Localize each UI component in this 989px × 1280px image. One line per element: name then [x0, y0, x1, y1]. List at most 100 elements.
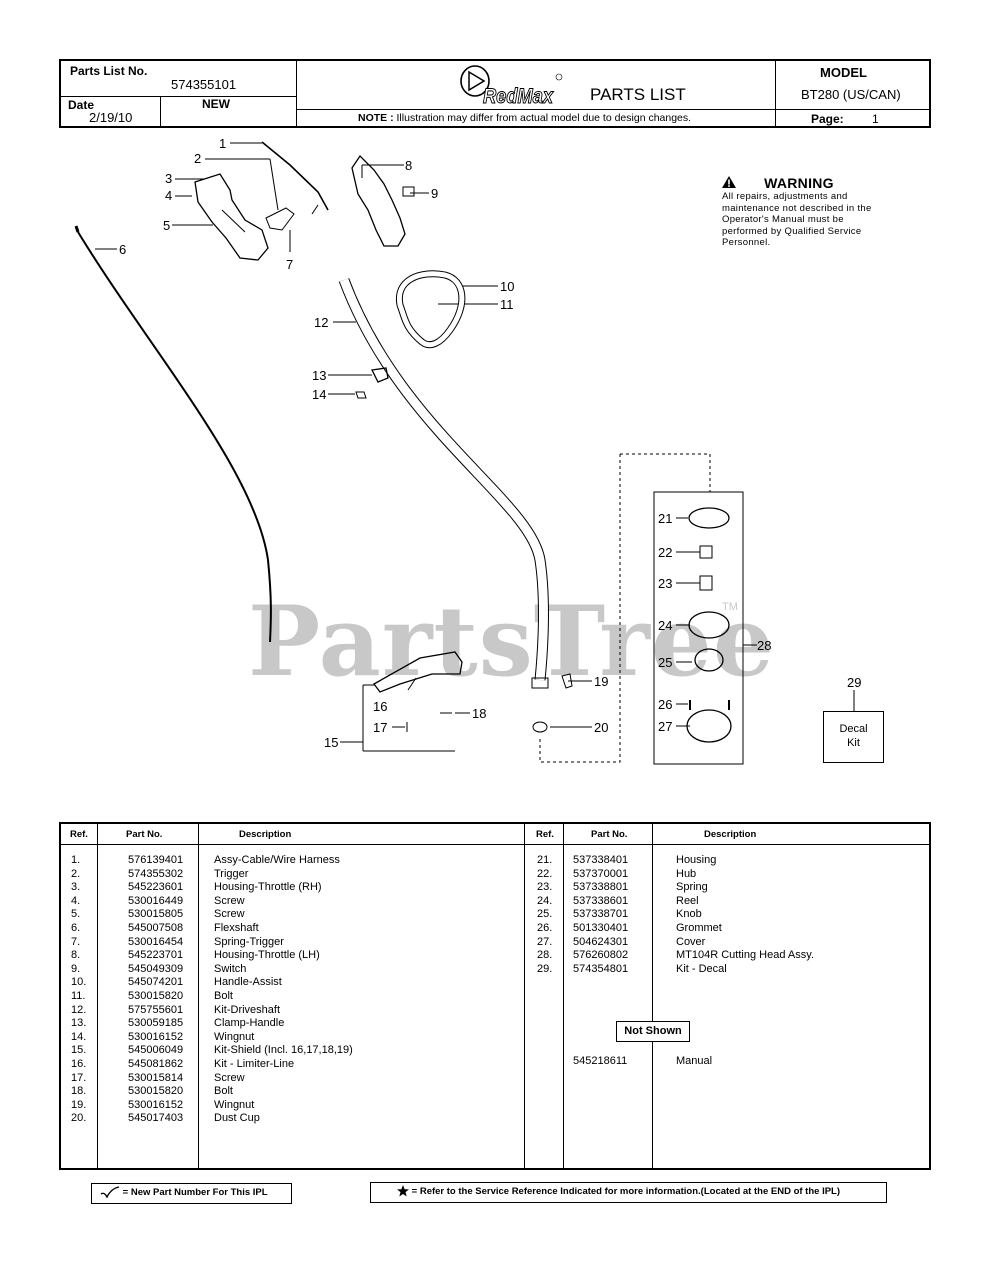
cell-desc: Kit-Driveshaft: [214, 1003, 281, 1016]
header-part-no-right: Part No.: [591, 829, 628, 840]
callout-27: 27: [658, 719, 673, 734]
warning-title: WARNING: [764, 175, 834, 191]
cell-part: 530015814: [128, 1071, 184, 1084]
page-title: PARTS LIST: [590, 85, 686, 104]
callout-3: 3: [165, 171, 173, 186]
cell-ref: 13.: [71, 1017, 87, 1030]
not-shown-desc-column: Manual: [676, 1055, 712, 1069]
status-value: NEW: [202, 97, 230, 111]
cell-part: 545218611: [573, 1055, 628, 1067]
warning-notice: WARNING All repairs, adjustments and mai…: [722, 176, 882, 249]
callout-24: 24: [658, 618, 673, 633]
warning-triangle-icon: [722, 176, 736, 188]
cell-desc: Housing: [676, 854, 717, 866]
cell-ref: 6.: [71, 921, 81, 934]
cell-part: 530016152: [128, 1098, 184, 1111]
cell-part: 545223601: [128, 881, 184, 894]
cell-desc: Wingnut: [214, 1098, 255, 1111]
cell-part: 545049309: [128, 962, 184, 975]
header-description: Description: [239, 829, 292, 840]
not-shown-part-column: 545218611: [573, 1055, 627, 1069]
legend-new-text: = New Part Number For This IPL: [122, 1187, 268, 1198]
star-icon: [397, 1185, 409, 1197]
parts-table: Ref. Part No. Description Ref. Part No. …: [59, 822, 931, 1170]
cell-desc: Spring-Trigger: [214, 935, 284, 948]
cell-ref: 18.: [71, 1085, 87, 1098]
watermark-tm: TM: [722, 601, 738, 613]
cell-desc: Clamp-Handle: [214, 1017, 285, 1030]
cell-desc: Trigger: [214, 867, 249, 880]
header-ref: Ref.: [70, 829, 88, 840]
cell-ref: 20.: [71, 1112, 87, 1125]
callout-5: 5: [163, 218, 171, 233]
cell-part: 530059185: [128, 1017, 184, 1030]
cell-part: 530015820: [128, 1085, 184, 1098]
callout-8: 8: [405, 158, 413, 173]
cell-part: 537338601: [573, 894, 629, 907]
cell-ref: 21.: [537, 854, 553, 866]
cell-part: 545074201: [128, 976, 184, 989]
cell-ref: 17.: [71, 1071, 87, 1084]
diagram-drawing: [74, 141, 855, 765]
cell-ref: 23.: [537, 881, 553, 894]
callout-9: 9: [431, 186, 439, 201]
cell-desc: MT104R Cutting Head Assy.: [676, 949, 814, 962]
cell-ref: 27.: [537, 935, 553, 948]
right-ref-column: 21.22.23.24.25.26.27.28.29.: [537, 854, 552, 976]
cell-ref: 19.: [71, 1098, 87, 1111]
cell-desc: Switch: [214, 962, 247, 975]
cell-desc: Assy-Cable/Wire Harness: [214, 854, 340, 866]
callout-20: 20: [594, 720, 609, 735]
legend-new-part: = New Part Number For This IPL: [91, 1183, 292, 1204]
cell-ref: 8.: [71, 949, 81, 962]
cell-part: 545081862: [128, 1057, 184, 1070]
cell-desc: Housing-Throttle (RH): [214, 881, 322, 894]
page-label: Page:: [811, 112, 844, 126]
model-value: BT280 (US/CAN): [801, 87, 901, 102]
cell-part: 574355302: [128, 867, 184, 880]
cell-part: 504624301: [573, 935, 629, 948]
cell-desc: Manual: [676, 1055, 713, 1067]
cell-desc: Kit-Shield (Incl. 16,17,18,19): [214, 1044, 353, 1057]
exploded-parts-diagram: PartsTree TM: [0, 130, 989, 820]
cell-part: 545017403: [128, 1112, 184, 1125]
callout-18: 18: [472, 706, 487, 721]
cell-part: 574354801: [573, 962, 629, 975]
cell-part: 545223701: [128, 949, 184, 962]
decal-kit-box: Decal Kit: [823, 711, 884, 763]
cell-ref: 9.: [71, 962, 81, 975]
cell-part: 537338701: [573, 908, 629, 921]
callout-26: 26: [658, 697, 673, 712]
cell-desc: Hub: [676, 867, 697, 880]
cell-desc: Bolt: [214, 989, 233, 1002]
callout-14: 14: [312, 387, 327, 402]
checkmark-icon: [100, 1186, 120, 1200]
cell-ref: 5.: [71, 908, 81, 921]
callout-29: 29: [847, 675, 862, 690]
model-label: MODEL: [820, 65, 867, 80]
cell-part: 530015820: [128, 989, 184, 1002]
date-label: Date: [68, 98, 95, 112]
callout-1: 1: [219, 136, 227, 151]
cell-ref: 2.: [71, 867, 81, 880]
brand-name: RedMax: [483, 85, 554, 107]
callout-22: 22: [658, 545, 673, 560]
cell-ref: 4.: [71, 894, 81, 907]
cell-desc: Kit - Decal: [676, 962, 727, 975]
cell-desc: Handle-Assist: [214, 976, 282, 989]
redmax-logo: RedMax: [457, 63, 567, 112]
cell-desc: Grommet: [676, 921, 722, 934]
callout-28: 28: [757, 638, 772, 653]
cell-ref: 7.: [71, 935, 81, 948]
cell-ref: 14.: [71, 1030, 87, 1043]
header-ref-right: Ref.: [536, 829, 554, 840]
decal-line-1: Decal: [839, 723, 868, 735]
cell-ref: 1.: [71, 854, 81, 866]
cell-desc: Reel: [676, 894, 699, 907]
cell-part: 530016152: [128, 1030, 184, 1043]
callout-23: 23: [658, 576, 673, 591]
cell-part: 545006049: [128, 1044, 184, 1057]
callout-15: 15: [324, 735, 339, 750]
